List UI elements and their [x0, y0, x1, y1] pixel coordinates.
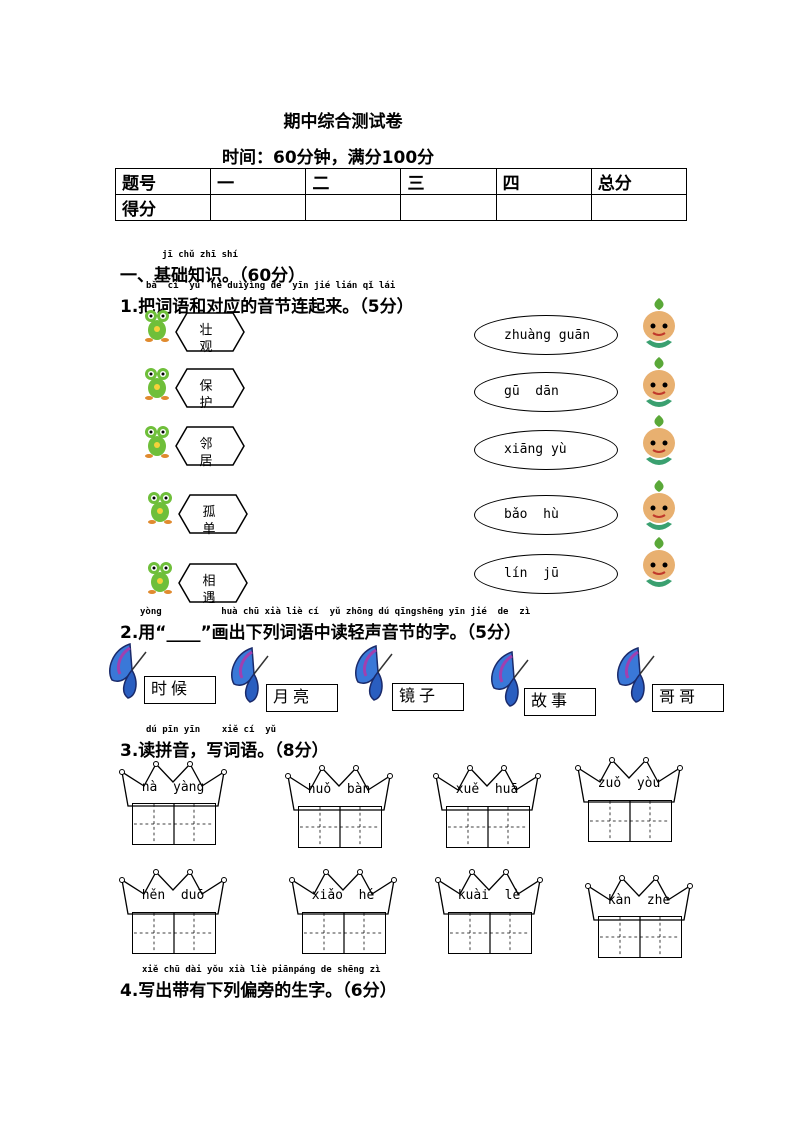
q1-heading: 1.把词语和对应的音节连起来。（5分） [120, 297, 414, 317]
q2-word-box[interactable]: 故事 [524, 688, 596, 716]
syllable-ellipse[interactable] [474, 495, 618, 535]
syllable-ellipse[interactable] [474, 372, 618, 412]
q1-syllable: gū dān [504, 384, 559, 399]
score-row-label: 得分 [114, 194, 212, 221]
q2-pinyin: yòng huà chū xià liè cí yǔ zhōng dú qīng… [140, 607, 531, 617]
frog-icon [148, 492, 172, 524]
onion-character-icon [643, 480, 675, 530]
score-header: 二 [305, 168, 402, 195]
crown-frame-icon [575, 757, 683, 803]
onion-character-icon [643, 415, 675, 465]
score-cell[interactable] [305, 194, 402, 221]
hexagon-word-box[interactable] [175, 426, 245, 466]
writing-grid[interactable] [132, 803, 216, 845]
q1-syllable: lín jū [504, 566, 559, 581]
q2-heading: 2.用“____”画出下列词语中读轻声音节的字。（5分） [120, 623, 521, 643]
score-header: 总分 [590, 168, 688, 195]
hexagon-word-box[interactable] [178, 494, 248, 534]
score-header: 题号 [114, 168, 212, 195]
q1-word: 孤单 [202, 505, 216, 537]
writing-grid[interactable] [298, 806, 382, 848]
score-table: 题号 一 二 三 四 总分 得分 [114, 168, 688, 221]
writing-grid[interactable] [588, 800, 672, 842]
section1-pinyin: jī chǔ zhī shí [162, 250, 238, 260]
crown-frame-icon [119, 761, 227, 807]
score-cell[interactable] [590, 194, 688, 221]
onion-character-icon [643, 537, 675, 587]
butterfly-icon [231, 646, 269, 703]
exam-info: 时间：60分钟，满分100分 [222, 148, 435, 168]
section1-heading: 一、基础知识。（60分） [120, 266, 306, 286]
butterfly-icon [617, 646, 655, 703]
frog-icon [145, 368, 169, 400]
crown-frame-icon [433, 765, 541, 811]
q4-pinyin: xiě chū dài yǒu xià liè piānpáng de shēn… [142, 965, 381, 975]
q3-pinyin-item: hěn duō [141, 888, 205, 903]
q3-pinyin: dú pīn yīn xiě cí yǔ [146, 725, 277, 735]
writing-grid[interactable] [598, 916, 682, 958]
q1-syllable: zhuàng guān [504, 328, 591, 343]
crown-frame-icon [435, 869, 543, 915]
q2-word-box[interactable]: 月亮 [266, 684, 338, 712]
butterfly-icon [109, 642, 147, 699]
score-header: 四 [495, 168, 592, 195]
writing-grid[interactable] [448, 912, 532, 954]
q3-pinyin-item: kàn zhe [607, 893, 671, 908]
q1-syllable: xiāng yù [504, 442, 567, 457]
q1-pinyin: bǎ cí yǔ hé duìyìng de yīn jié lián qǐ l… [146, 281, 396, 291]
q1-syllable: bǎo hù [504, 507, 559, 522]
crown-frame-icon [285, 765, 393, 811]
score-header: 三 [400, 168, 497, 195]
frog-icon [145, 310, 169, 342]
butterfly-icon [491, 650, 529, 707]
q4-heading: 4.写出带有下列偏旁的生字。（6分） [120, 981, 397, 1001]
q2-word-box[interactable]: 哥哥 [652, 684, 724, 712]
writing-grid[interactable] [302, 912, 386, 954]
score-cell[interactable] [210, 194, 307, 221]
q3-pinyin-item: huǒ bàn [307, 782, 371, 797]
butterfly-icon [355, 644, 393, 701]
q3-pinyin-item: nà yàng [141, 780, 205, 795]
q2-word-box[interactable]: 镜子 [392, 683, 464, 711]
writing-grid[interactable] [446, 806, 530, 848]
onion-character-icon [643, 298, 675, 348]
hexagon-word-box[interactable] [175, 312, 245, 352]
syllable-ellipse[interactable] [474, 430, 618, 470]
page-title: 期中综合测试卷 [283, 112, 403, 132]
syllable-ellipse[interactable] [474, 315, 618, 355]
hexagon-word-box[interactable] [175, 368, 245, 408]
hexagon-word-box[interactable] [178, 563, 248, 603]
q3-pinyin-item: zuǒ yòu [597, 776, 661, 791]
q1-word: 壮观 [199, 323, 213, 355]
writing-grid[interactable] [132, 912, 216, 954]
q3-pinyin-item: xiǎo hé [311, 888, 375, 903]
crown-frame-icon [585, 875, 693, 921]
score-cell[interactable] [495, 194, 592, 221]
q2-word-box[interactable]: 时候 [144, 676, 216, 704]
crown-frame-icon [289, 869, 397, 915]
syllable-ellipse[interactable] [474, 554, 618, 594]
q3-pinyin-item: xuě huā [455, 782, 519, 797]
score-header: 一 [210, 168, 307, 195]
score-table-header-row: 题号 一 二 三 四 总分 [114, 168, 688, 195]
score-cell[interactable] [400, 194, 497, 221]
frog-icon [145, 426, 169, 458]
frog-icon [148, 562, 172, 594]
q3-heading: 3.读拼音，写词语。（8分） [120, 741, 329, 761]
q3-pinyin-item: kuài lè [457, 888, 521, 903]
q1-word: 保护 [199, 379, 213, 411]
q1-word: 相遇 [202, 574, 216, 606]
onion-character-icon [643, 357, 675, 407]
q1-word: 邻居 [199, 437, 213, 469]
score-table-score-row: 得分 [114, 194, 688, 221]
crown-frame-icon [119, 869, 227, 915]
